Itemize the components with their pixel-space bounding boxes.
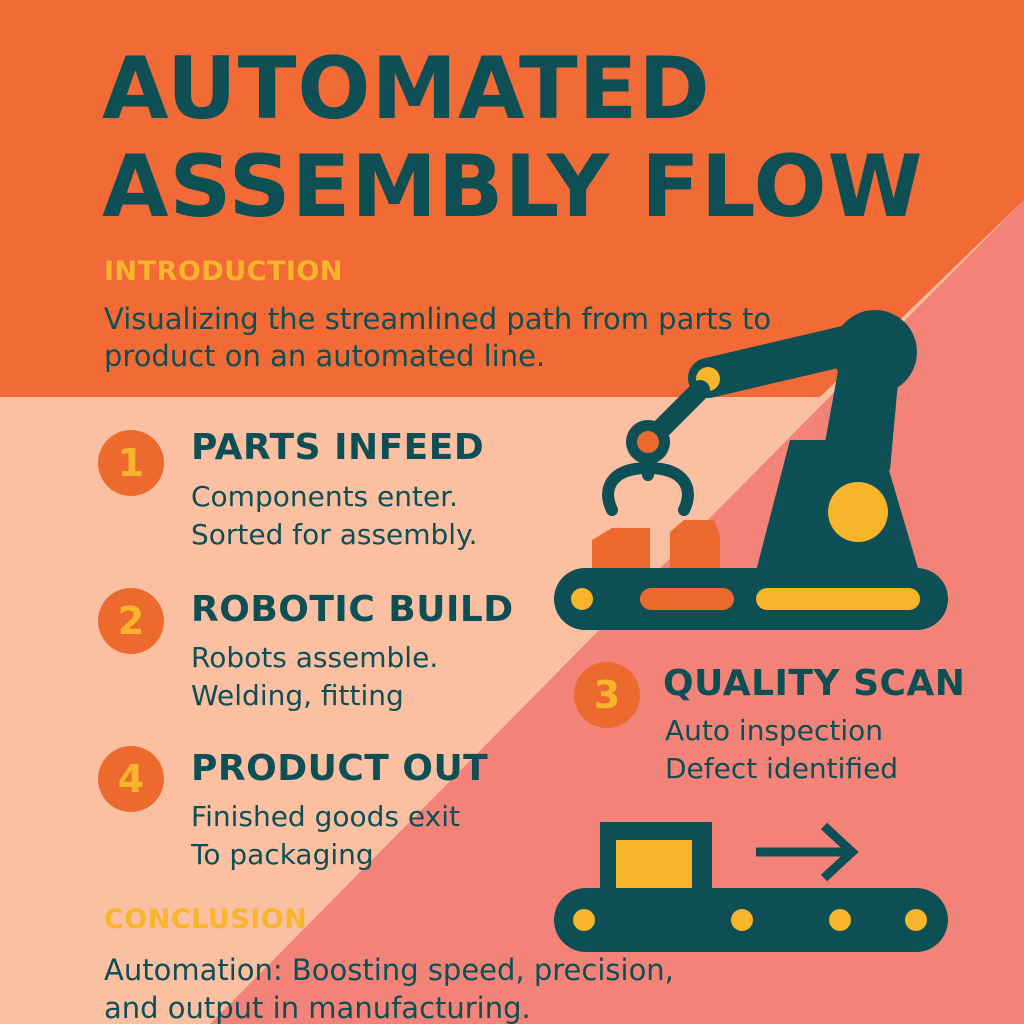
step-3-line-1: Auto inspection <box>665 714 884 747</box>
step-1-line-1: Components enter. <box>191 480 459 513</box>
conclusion-text: Automation: Boosting speed, precision, a… <box>104 953 674 1025</box>
step-4-line-2: To packaging <box>191 838 374 871</box>
step-4-line-1: Finished goods exit <box>191 800 460 833</box>
introduction-label: INTRODUCTION <box>104 256 343 287</box>
step-1-title: PARTS INFEED <box>191 427 485 468</box>
step-4-badge: 4 <box>98 746 164 812</box>
title-line-2: ASSEMBLY FLOW <box>102 137 924 237</box>
step-4-title: PRODUCT OUT <box>191 748 489 789</box>
step-3-title: QUALITY SCAN <box>663 663 966 704</box>
step-2-badge: 2 <box>98 588 164 654</box>
step-2-line-1: Robots assemble. <box>191 641 439 674</box>
step-2-title: ROBOTIC BUILD <box>191 589 514 630</box>
introduction-text: Visualizing the streamlined path from pa… <box>104 302 772 373</box>
step-3-badge: 3 <box>574 662 640 728</box>
step-3-line-2: Defect identified <box>665 752 899 785</box>
step-2-line-2: Welding, fitting <box>191 679 404 712</box>
title-line-1: AUTOMATED <box>102 39 711 139</box>
step-1-badge: 1 <box>98 430 164 496</box>
conclusion-label: CONCLUSION <box>104 904 308 935</box>
step-1-line-2: Sorted for assembly. <box>191 518 478 551</box>
